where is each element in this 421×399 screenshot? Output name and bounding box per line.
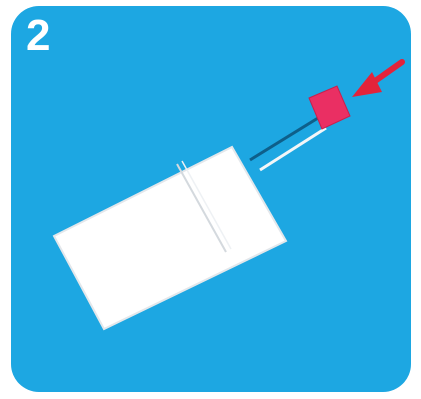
step-number: 2 xyxy=(26,14,50,58)
